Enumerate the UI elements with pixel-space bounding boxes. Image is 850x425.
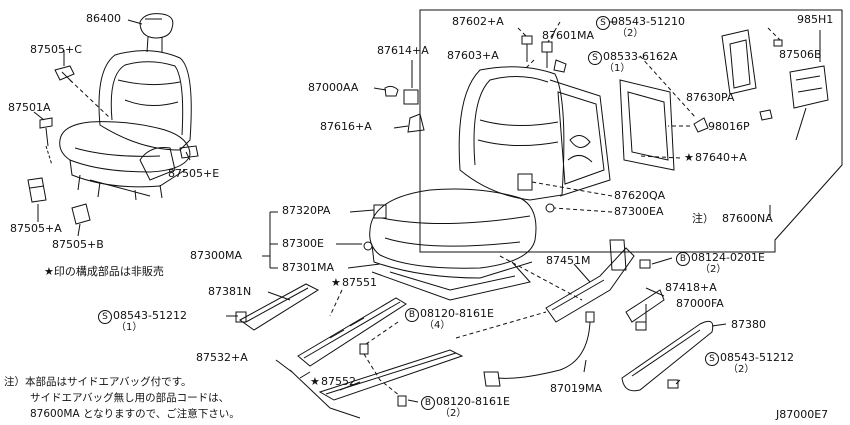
part-label-08543-51212-b: 08543-51212 xyxy=(720,351,794,364)
seatback-leader-lines xyxy=(517,21,781,213)
s-symbol-08543-51210: S xyxy=(596,16,610,30)
complete-seat-illustration xyxy=(59,13,192,201)
part-label-87000FA: 87000FA xyxy=(676,297,724,310)
seat-cushion-illustration xyxy=(363,188,537,301)
part-label-87630PA: 87630PA xyxy=(686,91,735,104)
part-label-87552: 87552 xyxy=(321,375,356,388)
part-label-87600NA: 87600NA xyxy=(722,212,773,225)
part-label-08120-8161E-b: 08120-8161E xyxy=(436,395,510,408)
note-prefix-87600NA: 注） xyxy=(692,212,714,225)
qty-08120-8161E-b: （2） xyxy=(440,408,467,419)
b-symbol-08124-0201E: B xyxy=(676,252,690,266)
part-label-985H1: 985H1 xyxy=(797,13,834,26)
part-label-87300EA: 87300EA xyxy=(614,205,664,218)
left-leader-lines xyxy=(33,19,191,237)
part-label-87300E: 87300E xyxy=(282,237,324,250)
part-label-87418A: 87418+A xyxy=(665,281,717,294)
qty-08124-0201E: （2） xyxy=(700,264,727,275)
star-87552: ★ xyxy=(310,375,320,388)
part-label-87505E: 87505+E xyxy=(168,167,220,180)
s-symbol-08543-51212-b: S xyxy=(705,352,719,366)
qty-08543-51212-b: （2） xyxy=(728,364,755,375)
part-label-87551: 87551 xyxy=(342,276,377,289)
part-label-87602A: 87602+A xyxy=(452,15,504,28)
recliner-leader-lines xyxy=(455,255,727,385)
star-87640A: ★ xyxy=(684,151,694,164)
footnote-line-1: 注）本部品はサイドエアバッグ付です。 xyxy=(4,376,192,388)
s-symbol-08533-6162A: S xyxy=(588,51,602,65)
cushion-bracket xyxy=(262,209,381,269)
part-label-87614A: 87614+A xyxy=(377,44,429,57)
b-symbol-08120-8161E-b: B xyxy=(421,396,435,410)
part-label-08543-51212-a: 08543-51212 xyxy=(113,309,187,322)
diagram-code: J87000E7 xyxy=(776,408,829,421)
part-label-08533-6162A: 08533-6162A xyxy=(603,50,678,63)
part-label-87301MA: 87301MA xyxy=(282,261,335,274)
part-label-87505B: 87505+B xyxy=(52,238,104,251)
part-label-87019MA: 87019MA xyxy=(550,382,603,395)
part-label-87505A: 87505+A xyxy=(10,222,62,235)
part-label-08124-0201E: 08124-0201E xyxy=(691,251,765,264)
seatback-illustration xyxy=(458,35,709,213)
seat-small-parts xyxy=(27,65,199,225)
part-label-87505C: 87505+C xyxy=(30,43,82,56)
qty-08120-8161E-a: （4） xyxy=(424,320,451,331)
part-label-87380: 87380 xyxy=(731,318,766,331)
part-label-87501A: 87501A xyxy=(8,101,51,114)
s-symbol-08543-51212-a: S xyxy=(98,310,112,324)
part-label-87601MA: 87601MA xyxy=(542,29,595,42)
seat-track-illustration xyxy=(235,283,464,419)
part-label-87532A: 87532+A xyxy=(196,351,248,364)
part-label-87616A: 87616+A xyxy=(320,120,372,133)
qty-08533-6162A: （1） xyxy=(604,63,631,74)
part-label-08120-8161E-a: 08120-8161E xyxy=(420,307,494,320)
part-label-87506B: 87506B xyxy=(779,48,822,61)
footnote-line-2: サイドエアバッグ無し用の部品コードは、 xyxy=(30,392,230,404)
qty-08543-51210: （2） xyxy=(617,28,644,39)
part-label-87620QA: 87620QA xyxy=(614,189,666,202)
recliner-illustration xyxy=(483,239,714,392)
b-symbol-08120-8161E-a: B xyxy=(405,308,419,322)
qty-08543-51212-a: （1） xyxy=(116,322,143,333)
part-label-87640A: 87640+A xyxy=(695,151,747,164)
part-label-08543-51210: 08543-51210 xyxy=(611,15,685,28)
footnote-line-3: 87600MA となりますので、ご注意下さい。 xyxy=(30,408,240,420)
star-87551: ★ xyxy=(331,276,341,289)
side-airbag-parts xyxy=(721,29,829,141)
back-clip-parts xyxy=(373,60,425,133)
part-label-87300MA: 87300MA xyxy=(190,249,243,262)
part-label-87000AA: 87000AA xyxy=(308,81,359,94)
track-leader-lines xyxy=(226,289,419,403)
part-label-87381N: 87381N xyxy=(208,285,252,298)
part-label-87603A: 87603+A xyxy=(447,49,499,62)
part-label-86400: 86400 xyxy=(86,12,121,25)
seatback-group-frame xyxy=(419,9,843,253)
part-label-87451M: 87451M xyxy=(546,254,591,267)
part-label-98016P: 98016P xyxy=(708,120,750,133)
part-label-87320PA: 87320PA xyxy=(282,204,331,217)
star-note: ★印の構成部品は非販売 xyxy=(44,265,164,278)
